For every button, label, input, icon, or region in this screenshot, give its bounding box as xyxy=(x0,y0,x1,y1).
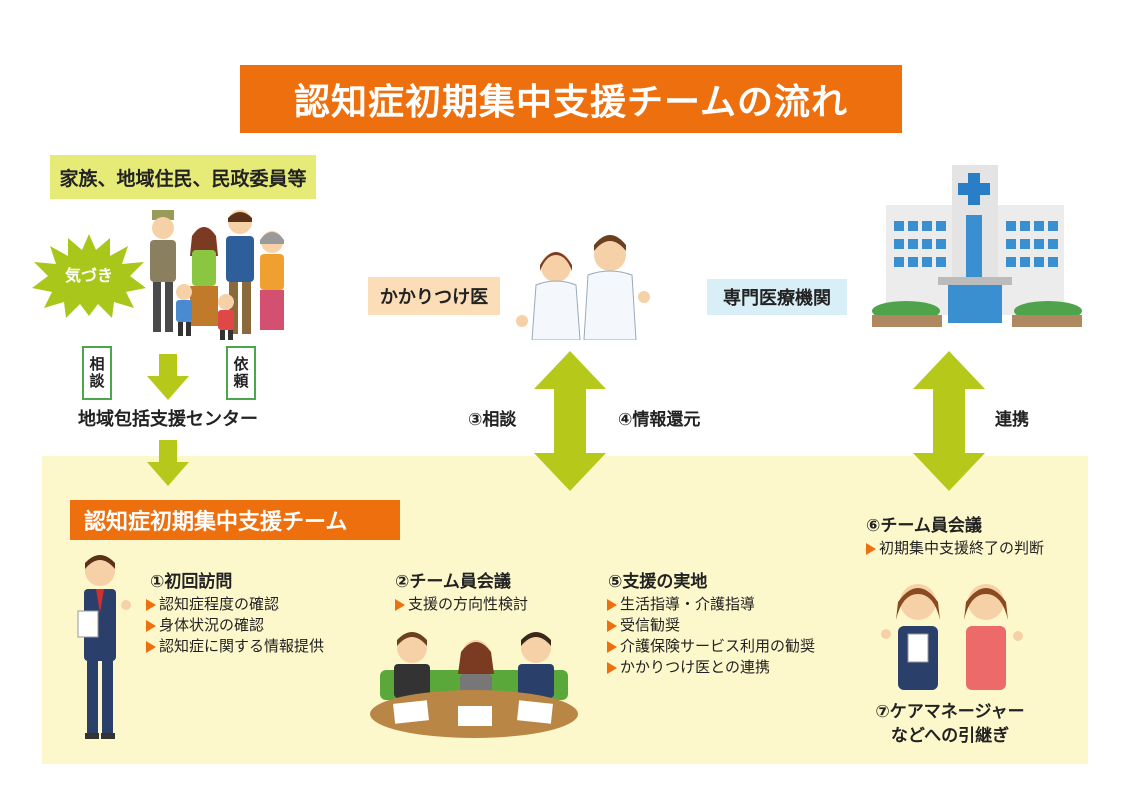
bullet-triangle-icon xyxy=(607,661,617,674)
care-manager-illustration xyxy=(881,584,1023,690)
down-arrow xyxy=(147,354,189,400)
team-label: 認知症初期集中支援チーム xyxy=(70,500,400,540)
bullet-triangle-icon xyxy=(866,542,876,555)
bullet-triangle-icon xyxy=(607,619,617,632)
stage2-list: 支援の方向性検討 xyxy=(395,594,528,615)
list-item: 認知症に関する情報提供 xyxy=(146,636,324,657)
bullet-triangle-icon xyxy=(607,598,617,611)
bullet-triangle-icon xyxy=(607,640,617,653)
kakaritsuke-label: かかりつけ医 xyxy=(368,277,500,315)
bullet-triangle-icon xyxy=(146,640,156,653)
soudan3-label: ③相談 xyxy=(468,410,517,430)
staff-illustration xyxy=(77,555,131,739)
list-item: 認知症程度の確認 xyxy=(146,594,324,615)
family-illustration xyxy=(150,210,284,340)
list-item: 受信勧奨 xyxy=(607,615,815,636)
renkei-label: 連携 xyxy=(995,410,1029,430)
soudan-box: 相談 xyxy=(82,346,112,400)
irai-box: 依頼 xyxy=(226,346,256,400)
bullet-triangle-icon xyxy=(395,598,405,611)
stage5-list: 生活指導・介護指導 受信勧奨 介護保険サービス利用の勧奨 かかりつけ医との連携 xyxy=(607,594,815,678)
chiiki-center-label: 地域包括支援センター xyxy=(78,409,258,430)
final-line2: などへの引継ぎ xyxy=(890,726,1010,746)
list-item: 身体状況の確認 xyxy=(146,615,324,636)
final-handover-text: ⑦ケアマネージャー などへの引継ぎ xyxy=(855,700,1045,748)
kizuki-burst xyxy=(32,234,146,318)
senmon-label: 専門医療機関 xyxy=(707,279,847,315)
list-item: かかりつけ医との連携 xyxy=(607,657,815,678)
down-arrow xyxy=(147,440,189,486)
family-label: 家族、地域住民、民政委員等 xyxy=(50,155,316,199)
bullet-triangle-icon xyxy=(146,619,156,632)
stage5-title: ⑤支援の実地 xyxy=(608,572,708,592)
double-arrow-consult xyxy=(534,351,606,491)
kangen4-label: ④情報還元 xyxy=(618,410,701,430)
stage2-title: ②チーム員会議 xyxy=(395,572,511,592)
stage6-title: ⑥チーム員会議 xyxy=(866,516,982,536)
list-item: 初期集中支援終了の判断 xyxy=(866,538,1044,559)
stage6-list: 初期集中支援終了の判断 xyxy=(866,538,1044,559)
page-title: 認知症初期集中支援チームの流れ xyxy=(240,65,902,133)
list-item: 生活指導・介護指導 xyxy=(607,594,815,615)
stage1-list: 認知症程度の確認 身体状況の確認 認知症に関する情報提供 xyxy=(146,594,324,657)
doctors-illustration xyxy=(516,235,650,340)
kizuki-label: 気づき xyxy=(64,266,113,285)
list-item: 介護保険サービス利用の勧奨 xyxy=(607,636,815,657)
list-item: 支援の方向性検討 xyxy=(395,594,528,615)
stage1-title: ①初回訪問 xyxy=(150,572,233,592)
double-arrow-renkei xyxy=(913,351,985,491)
bullet-triangle-icon xyxy=(146,598,156,611)
meeting-illustration xyxy=(370,632,578,738)
final-line1: ⑦ケアマネージャー xyxy=(875,702,1025,722)
hospital-illustration xyxy=(872,165,1082,327)
